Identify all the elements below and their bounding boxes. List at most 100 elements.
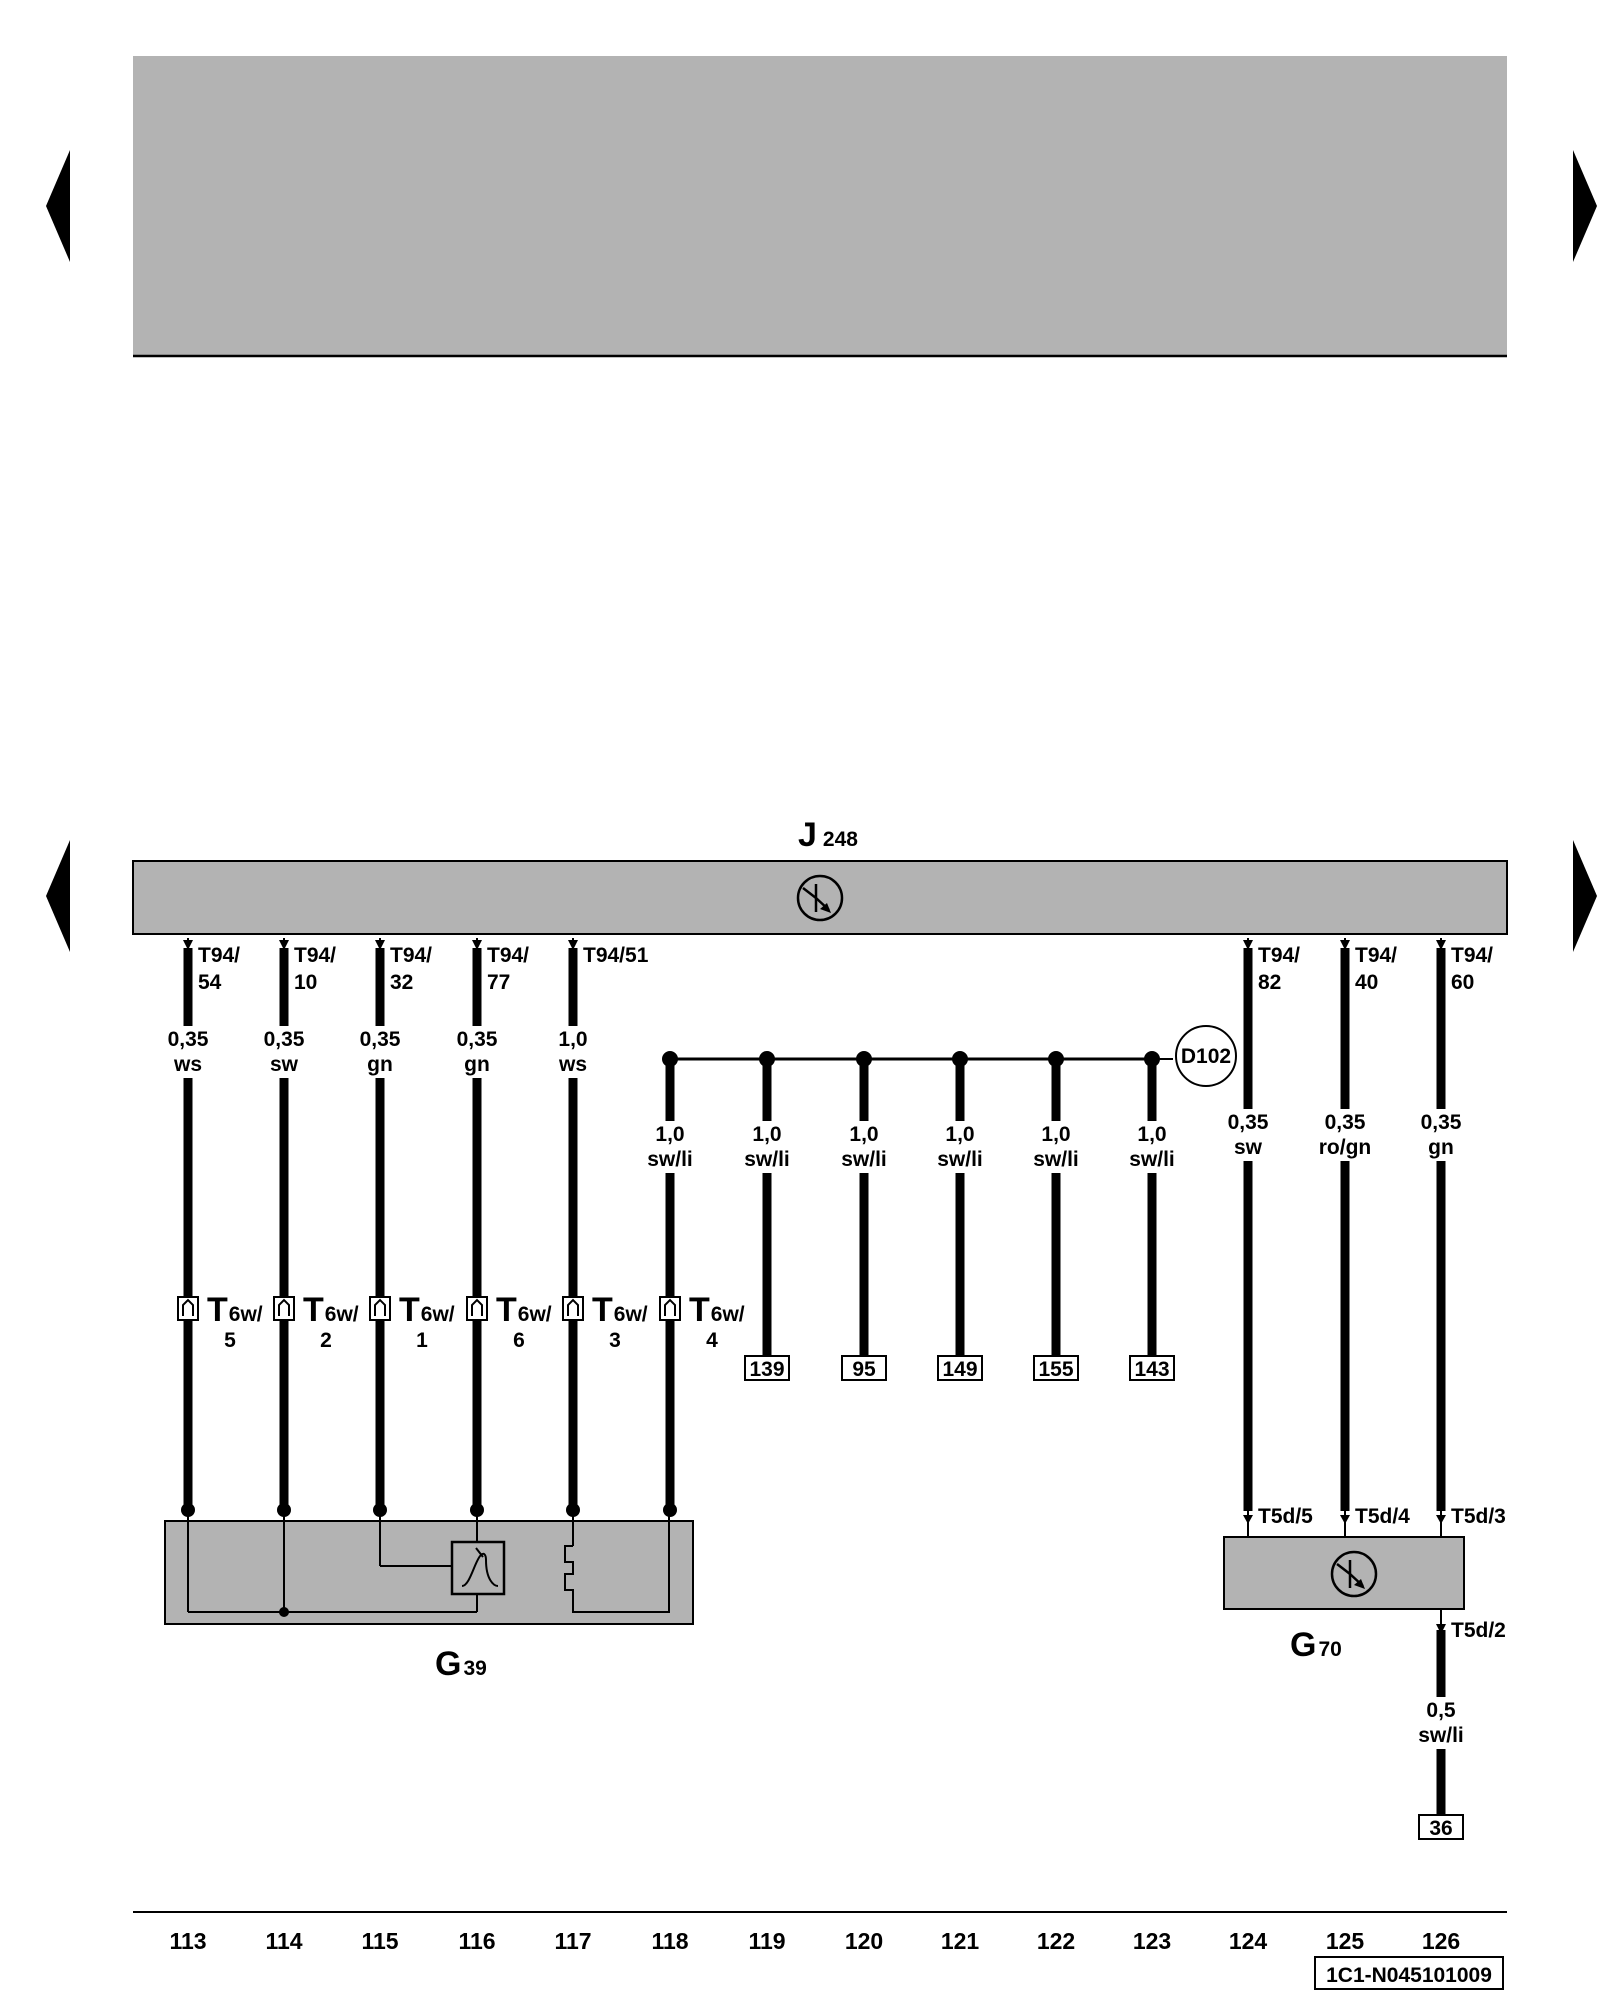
- g39-sensor-box: [164, 1520, 694, 1625]
- column-118: 118: [651, 1928, 688, 1954]
- bus-dot-5: [1048, 1051, 1064, 1067]
- right-wire-3-color: gn: [1428, 1136, 1454, 1159]
- wire-5-label-bg: [533, 1026, 613, 1078]
- bus-wire-6-size: 1,0: [1137, 1123, 1166, 1146]
- pin-t94-4-arrow: [472, 940, 482, 950]
- wire-5-size: 1,0: [558, 1028, 587, 1051]
- t5d-arrow-3: [1436, 1515, 1446, 1524]
- diagram-id: 1C1-N045101009: [1326, 1964, 1492, 1987]
- pin-t94-7-label: T94/: [1355, 944, 1397, 967]
- ref-box-139: [744, 1355, 790, 1381]
- t5d-label-4: T5d/2: [1451, 1619, 1506, 1642]
- connector-t6w-4-pin: 6: [513, 1329, 525, 1352]
- pin-t94-3-arrow: [375, 940, 385, 950]
- t5d-arrow-4: [1436, 1624, 1446, 1634]
- bus-dot-1: [662, 1051, 678, 1067]
- ref-box-143: [1129, 1355, 1175, 1381]
- g70-output-wire-color: sw/li: [1418, 1724, 1464, 1747]
- connector-t6w-6-pin: 4: [706, 1329, 718, 1352]
- t5d-label-2: T5d/4: [1355, 1505, 1410, 1528]
- ref-number-155: 155: [1038, 1358, 1073, 1381]
- bus-dot-6: [1144, 1051, 1160, 1067]
- next-page-arrow-top[interactable]: [1573, 150, 1597, 262]
- connector-t6w-2-icon: [273, 1296, 295, 1321]
- bus-dots: [662, 1051, 1160, 1067]
- connector-t6w-6-label: T6w/: [689, 1291, 745, 1329]
- bus-wire-4-color: sw/li: [937, 1148, 983, 1171]
- g39-junction-dot: [279, 1607, 289, 1617]
- g39-pin-dot-5: [566, 1503, 580, 1517]
- t5d-label-3: T5d/3: [1451, 1505, 1506, 1528]
- next-page-arrow-bottom[interactable]: [1573, 840, 1597, 952]
- bus-dot-3: [856, 1051, 872, 1067]
- column-113: 113: [169, 1928, 206, 1954]
- ref-number-149: 149: [942, 1358, 977, 1381]
- pin-t94-8-label: T94/: [1451, 944, 1493, 967]
- wire-2-label-bg: [244, 1026, 324, 1078]
- bus-wire-1-label-bg: [630, 1121, 710, 1173]
- d102-circle: [1175, 1025, 1237, 1087]
- connector-t6w-4-icon: [466, 1296, 488, 1321]
- connector-t6w-3-icon: [369, 1296, 391, 1321]
- bus-wire-1-color: sw/li: [647, 1148, 693, 1171]
- pin-t94-4-number: 77: [487, 971, 510, 994]
- column-114: 114: [265, 1928, 302, 1954]
- t5d-arrow-1: [1243, 1515, 1253, 1524]
- wire-2-color: sw: [270, 1053, 299, 1076]
- column-121: 121: [941, 1928, 980, 1954]
- g39-pin-dot-2: [277, 1503, 291, 1517]
- bus-wire-3-label-bg: [824, 1121, 904, 1173]
- column-124: 124: [1229, 1928, 1268, 1954]
- bus-wire-2-size: 1,0: [752, 1123, 781, 1146]
- prev-page-arrow-top[interactable]: [46, 150, 70, 262]
- pin-t94-1-arrow: [183, 940, 193, 950]
- connector-t6w-5-icon: [562, 1296, 584, 1321]
- column-122: 122: [1037, 1928, 1075, 1954]
- connector-t6w-5-label: T6w/: [592, 1291, 648, 1329]
- bus-wire-6-color: sw/li: [1129, 1148, 1175, 1171]
- connector-t6w-2-pin: 2: [320, 1329, 332, 1352]
- wire-labels: T94/540,35wsT94/100,35swT94/320,35gnT94/…: [148, 938, 1506, 1840]
- bus-dot-4: [952, 1051, 968, 1067]
- bus-wire-4-size: 1,0: [945, 1123, 974, 1146]
- ref-number-139: 139: [749, 1358, 784, 1381]
- wire-3-size: 0,35: [360, 1028, 401, 1051]
- ref-box-36: [1418, 1814, 1464, 1840]
- right-wire-3-size: 0,35: [1421, 1111, 1462, 1134]
- ref-number-36: 36: [1429, 1817, 1452, 1840]
- pin-t94-7-number: 40: [1355, 971, 1378, 994]
- g39-pin-dot-4: [470, 1503, 484, 1517]
- connector-t6w-5-pin: 3: [609, 1329, 621, 1352]
- wires: [183, 948, 1446, 1820]
- wire-2-size: 0,35: [264, 1028, 305, 1051]
- ref-number-143: 143: [1134, 1358, 1169, 1381]
- prev-page-arrow-bottom[interactable]: [46, 840, 70, 952]
- column-115: 115: [361, 1928, 398, 1954]
- g39-internal-circuit: [187, 1510, 670, 1613]
- connector-t6w-4-label: T6w/: [496, 1291, 552, 1329]
- ref-box-155: [1033, 1355, 1079, 1381]
- bus-wire-4-label-bg: [920, 1121, 1000, 1173]
- g39-pin-dot-3: [373, 1503, 387, 1517]
- connector-t6w-2-label: T6w/: [303, 1291, 359, 1329]
- wire-4-label-bg: [437, 1026, 517, 1078]
- ref-number-95: 95: [852, 1358, 876, 1381]
- bus-wire-1-size: 1,0: [655, 1123, 684, 1146]
- g70-output-wire-size: 0,5: [1426, 1699, 1456, 1722]
- pin-t94-5-arrow: [568, 940, 578, 950]
- bus-wire-3-color: sw/li: [841, 1148, 887, 1171]
- g39-pin-dot-1: [181, 1503, 195, 1517]
- ntc-thermistor-icon: [450, 1540, 506, 1596]
- bus-wire-2-label-bg: [727, 1121, 807, 1173]
- g70-transistor-symbol: [1330, 1550, 1378, 1598]
- pin-t94-3-label: T94/: [390, 944, 432, 967]
- wire-1-color: ws: [173, 1053, 202, 1076]
- column-120: 120: [845, 1928, 883, 1954]
- right-wire-1-color: sw: [1234, 1136, 1263, 1159]
- g70-sensor-box: [1223, 1536, 1465, 1610]
- ref-box-95: [841, 1355, 887, 1381]
- wire-1-size: 0,35: [168, 1028, 209, 1051]
- column-125: 125: [1326, 1928, 1365, 1954]
